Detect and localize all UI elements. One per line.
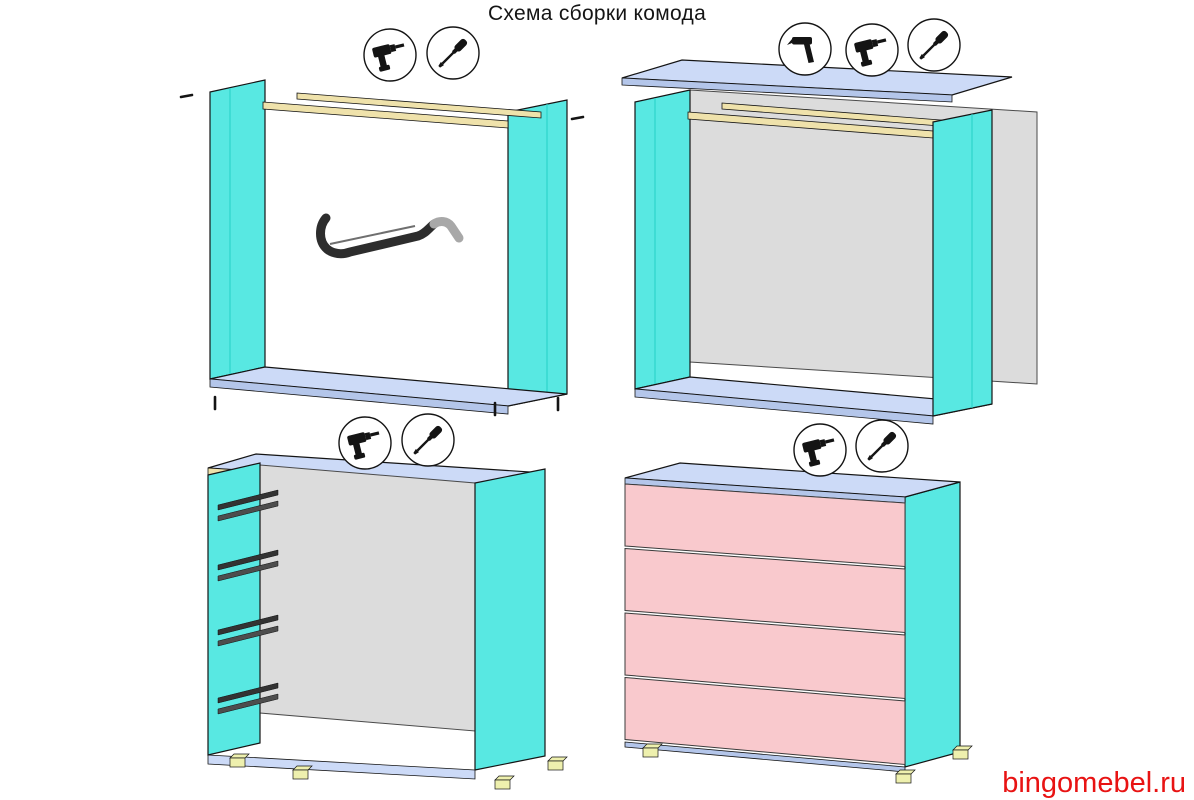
bottom-panel-edge xyxy=(634,388,934,425)
drawer-front-2 xyxy=(624,547,906,634)
right-side-panel xyxy=(904,481,961,768)
tool-badge xyxy=(778,22,832,76)
screw-mark xyxy=(179,93,194,99)
bottom-panel-edge xyxy=(207,754,476,780)
screw-marks xyxy=(179,93,585,417)
front-rail xyxy=(262,101,509,129)
hex-key xyxy=(316,213,464,259)
screw-mark xyxy=(570,115,585,121)
drawer-slide xyxy=(217,682,279,715)
foot xyxy=(642,743,663,758)
right-side-panel xyxy=(474,468,546,771)
bottom-panel-edge xyxy=(209,378,509,415)
step-2-diagram xyxy=(621,18,1038,425)
drawer-slide xyxy=(217,489,279,522)
foot xyxy=(952,745,973,760)
rear-rail xyxy=(296,92,542,119)
right-side-panel xyxy=(507,99,568,407)
foot xyxy=(292,765,313,780)
top-panel-edge xyxy=(621,77,953,103)
drawer-slide xyxy=(217,614,279,647)
tool-badge xyxy=(363,28,417,82)
finished-dresser xyxy=(624,462,961,773)
cabinet-frame xyxy=(634,89,1038,425)
tool-badges xyxy=(363,26,480,82)
tool-badge xyxy=(845,23,899,77)
foot xyxy=(547,756,568,771)
foot xyxy=(895,769,916,784)
tool-badge xyxy=(338,416,392,470)
tool-badge xyxy=(793,423,847,477)
step-3-diagram xyxy=(207,413,568,790)
drawer-front-3 xyxy=(624,612,906,700)
step-1-diagram xyxy=(179,26,585,417)
drawer-front-4 xyxy=(624,676,906,766)
tool-badges xyxy=(793,419,909,477)
drawer-front-1 xyxy=(624,483,906,568)
right-side-panel xyxy=(932,109,993,417)
drawer-slides xyxy=(217,489,279,715)
cabinet-frame xyxy=(209,79,568,415)
tool-badges xyxy=(338,413,455,470)
top-panel-floating xyxy=(621,59,1013,103)
feet xyxy=(229,753,568,790)
cabinet-carcass xyxy=(207,453,546,780)
foot xyxy=(494,775,515,790)
tool-badges xyxy=(778,18,961,77)
page-title: Схема сборки комода xyxy=(487,2,707,25)
back-panel xyxy=(259,464,476,732)
left-side-panel xyxy=(634,89,691,390)
foot xyxy=(229,753,250,768)
drawer-slide xyxy=(217,549,279,582)
left-side-panel xyxy=(207,462,261,756)
step-4-diagram xyxy=(624,419,973,784)
watermark: bingomebel.ru xyxy=(1002,767,1186,799)
left-side-panel xyxy=(209,79,266,380)
feet xyxy=(642,743,973,784)
